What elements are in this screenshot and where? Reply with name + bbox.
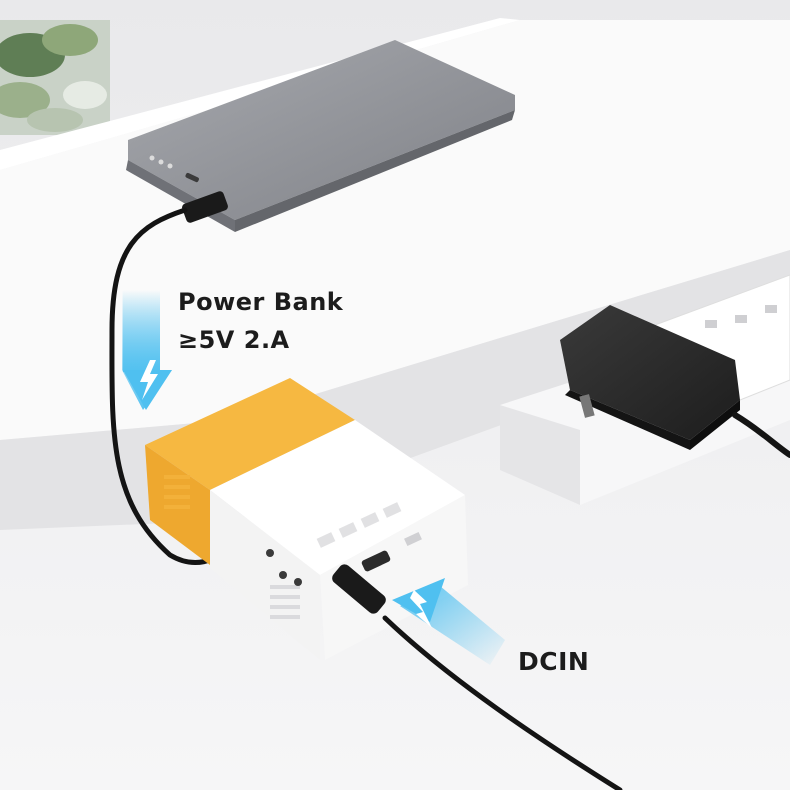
lightning-bolt-icon (140, 360, 158, 400)
adapter-cable (732, 412, 790, 458)
dc-input-label: DCIN (518, 647, 590, 676)
lightning-bolt-icon (410, 590, 432, 628)
plant-decoration (0, 20, 110, 135)
lower-arrow (392, 578, 505, 665)
power-adapter (560, 305, 740, 450)
dc-cable (332, 564, 623, 790)
power-bank-label: Power Bank (178, 288, 344, 316)
upper-arrow (122, 290, 172, 410)
power-bank-spec-label: ≥5V 2.A (178, 326, 290, 354)
mini-projector (145, 378, 468, 660)
